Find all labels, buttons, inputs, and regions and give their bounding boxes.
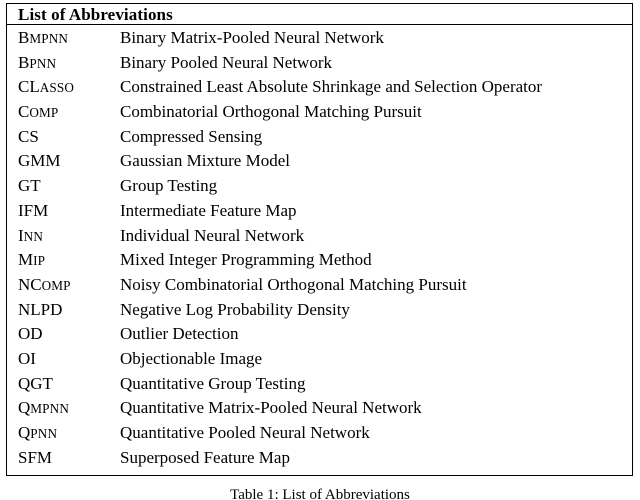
abbreviation-term: BMPNN	[18, 28, 120, 49]
table-caption: Table 1: List of Abbreviations	[0, 487, 640, 500]
table-row: NLPD Negative Log Probability Density	[7, 300, 632, 325]
table-caption-text: Table 1: List of Abbreviations	[230, 487, 410, 500]
abbreviation-term: NCOMP	[18, 275, 120, 296]
abbreviation-term-lead: Q	[18, 423, 31, 442]
abbreviation-definition: Intermediate Feature Map	[120, 200, 297, 220]
abbreviation-term-smallcaps: ASSO	[39, 80, 75, 96]
abbreviation-term: CLASSO	[18, 77, 120, 98]
abbreviation-term-smallcaps: MPNN	[29, 31, 69, 46]
abbreviation-term-lead: NLPD	[18, 299, 63, 319]
abbreviation-term-lead: M	[18, 250, 34, 270]
abbreviation-definition: Superposed Feature Map	[120, 447, 290, 467]
abbreviation-definition: Quantitative Matrix-Pooled Neural Networ…	[120, 398, 422, 418]
abbreviation-term-lead: IFM	[18, 200, 49, 220]
abbreviation-term: GMM	[18, 151, 120, 172]
abbreviation-term-smallcaps: OMP	[29, 105, 59, 121]
abbreviation-term-lead: Q	[18, 398, 31, 418]
abbreviation-term: OI	[18, 349, 120, 370]
abbreviation-term-lead: B	[18, 52, 30, 72]
table-row: IFM Intermediate Feature Map	[7, 201, 632, 226]
abbreviation-term-lead: GT	[18, 176, 41, 196]
table-row: QGT Quantitative Group Testing	[7, 374, 632, 399]
abbreviation-term-lead: NC	[18, 274, 42, 294]
abbreviation-term-smallcaps: IP	[33, 253, 46, 269]
abbreviation-definition: Quantitative Pooled Neural Network	[120, 423, 370, 442]
abbreviation-definition: Binary Pooled Neural Network	[120, 52, 332, 72]
abbreviation-term: OD	[18, 324, 120, 345]
abbreviation-term-smallcaps: NN	[23, 228, 44, 244]
abbreviation-term: QGT	[18, 374, 120, 395]
abbreviation-term-lead: OD	[18, 324, 43, 344]
abbreviation-definition: Outlier Detection	[120, 324, 239, 344]
abbreviation-definition: Mixed Integer Programming Method	[120, 250, 372, 270]
abbreviation-term-lead: SFM	[18, 447, 53, 467]
abbreviation-term-lead: I	[18, 225, 24, 245]
abbreviation-term: INN	[18, 226, 120, 247]
table-row: OI Objectionable Image	[7, 349, 632, 374]
abbreviation-term-smallcaps: PNN	[29, 55, 57, 71]
abbreviation-term-lead: B	[18, 28, 30, 47]
abbreviation-term-lead: GMM	[18, 151, 61, 171]
abbreviation-term: NLPD	[18, 300, 120, 321]
abbreviation-term: SFM	[18, 448, 120, 469]
table-row: SFM Superposed Feature Map	[7, 448, 632, 473]
abbreviation-term: GT	[18, 176, 120, 197]
abbreviation-term-lead: CL	[18, 77, 40, 97]
abbreviation-term-smallcaps: OMP	[41, 277, 71, 293]
abbreviation-term: QMPNN	[18, 398, 120, 419]
table-header-row: List of Abbreviations	[7, 4, 632, 25]
abbreviation-term-lead: CS	[18, 126, 39, 146]
abbreviation-definition: Objectionable Image	[120, 348, 263, 368]
table-header-title: List of Abbreviations	[18, 4, 173, 24]
abbreviation-term-smallcaps: MPNN	[30, 401, 69, 417]
abbreviation-term-lead: C	[18, 102, 30, 122]
table-row: GMM Gaussian Mixture Model	[7, 151, 632, 176]
abbreviation-definition: Quantitative Group Testing	[120, 373, 306, 393]
abbreviation-term: QPNN	[18, 423, 120, 444]
table-row: GT Group Testing	[7, 176, 632, 201]
abbreviation-definition: Binary Matrix-Pooled Neural Network	[120, 28, 384, 47]
table-row: CS Compressed Sensing	[7, 127, 632, 152]
abbreviation-term-lead: QGT	[18, 373, 53, 393]
abbreviation-term-lead: OI	[18, 348, 36, 368]
abbreviation-definition: Gaussian Mixture Model	[120, 151, 290, 171]
abbreviation-term: COMP	[18, 102, 120, 123]
table-row: OD Outlier Detection	[7, 324, 632, 349]
abbreviation-term: BPNN	[18, 53, 120, 74]
abbreviation-definition: Group Testing	[120, 176, 218, 196]
abbreviation-definition: Combinatorial Orthogonal Matching Pursui…	[120, 102, 422, 122]
abbreviation-definition: Negative Log Probability Density	[120, 299, 350, 319]
abbreviation-definition: Individual Neural Network	[120, 225, 305, 245]
abbreviation-definition: Noisy Combinatorial Orthogonal Matching …	[120, 274, 467, 294]
abbreviation-term-smallcaps: PNN	[30, 426, 58, 441]
abbreviation-term: MIP	[18, 250, 120, 271]
abbreviation-definition: Constrained Least Absolute Shrinkage and…	[120, 77, 543, 97]
abbreviation-term: CS	[18, 127, 120, 148]
abbreviation-definition: Compressed Sensing	[120, 126, 263, 146]
abbreviation-term: IFM	[18, 201, 120, 222]
